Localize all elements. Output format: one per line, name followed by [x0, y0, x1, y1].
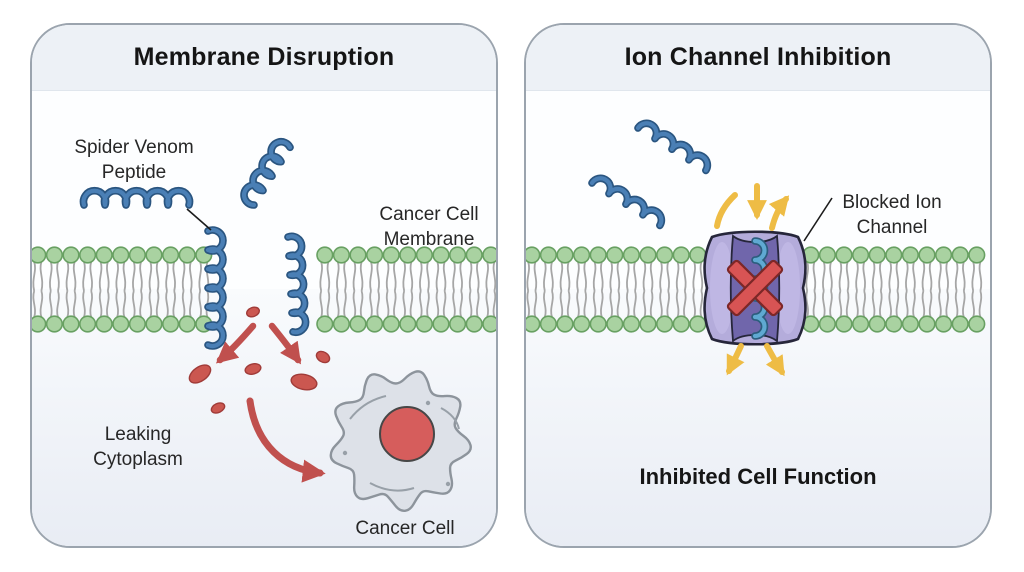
ion-channel-inhibition-illustration: [526, 119, 990, 546]
leak-arrow: [246, 397, 326, 483]
panel-right-header: Ion Channel Inhibition: [526, 25, 990, 91]
leak-arrow: [268, 322, 302, 365]
label-blocked-ion-channel: Blocked Ion Channel: [842, 192, 942, 238]
panel-left-header: Membrane Disruption: [32, 25, 496, 91]
cancer-cell-illustration: [329, 370, 472, 513]
label-leaking-cytoplasm: Leaking Cytoplasm: [93, 424, 183, 470]
cytoplasm-droplet: [210, 402, 226, 414]
leak-arrow: [215, 322, 257, 364]
panel-ion-channel-inhibition: Ion Channel Inhibition Blocked Ion Chann…: [524, 23, 992, 548]
venom-peptide-icon: [588, 174, 666, 230]
ion-channel-icon: [703, 230, 807, 346]
ion-deflect-swoosh: [714, 192, 738, 229]
cytoplasm-droplet: [246, 306, 260, 318]
venom-peptide-inserting-icon: [204, 226, 227, 350]
ion-arrow-out: [726, 343, 745, 376]
label-cancer-cell-membrane: Cancer Cell Membrane: [379, 204, 479, 250]
label-spider-venom-peptide: Spider Venom Peptide: [74, 137, 194, 183]
panel-membrane-disruption: Membrane Disruption Spider Venom Peptide…: [30, 23, 498, 548]
venom-peptide-inserting-icon: [284, 232, 310, 336]
cytoplasm-droplet: [188, 364, 212, 384]
venom-peptide-icon: [634, 119, 712, 175]
label-cancer-cell: Cancer Cell: [355, 518, 455, 539]
venom-peptide-icon: [79, 187, 194, 209]
blocked-x-icon: [726, 259, 784, 317]
ion-bounce-arrow: [768, 195, 790, 231]
pointer-line-peptide: [186, 208, 212, 231]
cytoplasm-droplet: [315, 350, 331, 364]
lipid-bilayer: [32, 246, 496, 333]
lipid-bilayer: [526, 246, 986, 333]
venom-peptide-icon: [240, 138, 294, 209]
cytoplasm-droplet: [290, 373, 318, 391]
cytoplasm-droplet: [244, 363, 262, 375]
cancer-cell-nucleus: [379, 406, 435, 462]
panel-left-title: Membrane Disruption: [133, 43, 395, 71]
membrane-disruption-illustration: [32, 138, 496, 546]
pointer-line-channel: [803, 197, 833, 242]
panel-right-title: Ion Channel Inhibition: [624, 43, 892, 71]
label-inhibited-cell-function: Inhibited Cell Function: [639, 464, 877, 489]
ion-arrow-out: [764, 343, 785, 377]
